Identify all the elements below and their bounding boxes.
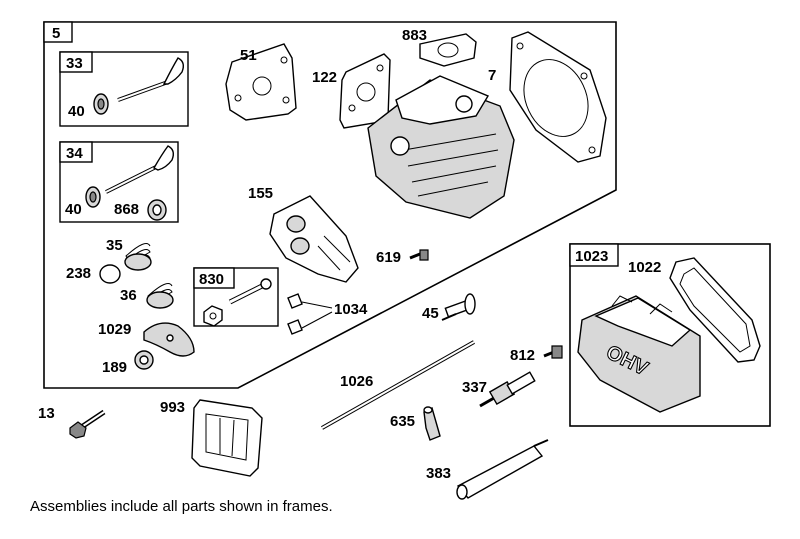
part-breather-tube-383 <box>456 439 549 500</box>
part-plate-155 <box>269 195 359 283</box>
frame-1023-outline <box>569 243 771 427</box>
label-337: 337 <box>462 379 487 396</box>
label-7: 7 <box>488 67 496 84</box>
label-35: 35 <box>106 237 123 254</box>
frame-33-label: 33 <box>66 55 83 72</box>
part-gasket-51 <box>225 43 297 121</box>
frame-1023-label: 1023 <box>575 248 608 265</box>
part-valve-keeper-34 <box>85 186 101 208</box>
part-cap-238 <box>99 264 121 284</box>
label-993: 993 <box>160 399 185 416</box>
label-155: 155 <box>248 185 273 202</box>
label-868: 868 <box>114 201 139 218</box>
part-valve-rotator <box>147 199 167 221</box>
leader-1034-a <box>301 301 333 309</box>
label-51: 51 <box>240 47 257 64</box>
part-nut-830 <box>203 305 223 327</box>
frame-830-outline <box>193 267 279 327</box>
part-elbow-635 <box>423 406 441 441</box>
part-cylinder-head <box>367 75 515 219</box>
label-122: 122 <box>312 69 337 86</box>
part-bolt-13 <box>69 409 106 439</box>
caption-text: Assemblies include all parts shown in fr… <box>30 498 333 515</box>
part-head-gasket-7 <box>509 31 607 163</box>
label-40-a: 40 <box>68 103 85 120</box>
label-619: 619 <box>376 249 401 266</box>
label-383: 383 <box>426 465 451 482</box>
part-valve-spring-35 <box>124 243 152 271</box>
label-189: 189 <box>102 359 127 376</box>
frame-33-tag <box>59 51 93 73</box>
part-valve-keeper-33 <box>93 93 109 115</box>
label-1029: 1029 <box>98 321 131 338</box>
part-rocker-arm-1029 <box>143 322 195 357</box>
part-valve-spring-36 <box>146 283 174 309</box>
part-push-rod-1026 <box>321 340 475 430</box>
part-rocker-stud-830 <box>228 278 272 305</box>
part-guide-plate-1034-top <box>287 293 303 309</box>
part-guide-plate-1034-bottom <box>287 319 303 335</box>
part-gasket-883 <box>419 33 477 67</box>
part-cover-gasket-1022 <box>669 257 761 363</box>
part-screw-812 <box>543 345 563 359</box>
frame-34-outline <box>59 141 179 223</box>
frame-34-tag <box>59 141 93 163</box>
frame-830-tag <box>193 267 235 289</box>
part-tappet-45 <box>441 293 476 321</box>
label-1026: 1026 <box>340 373 373 390</box>
part-gasket-993 <box>191 399 263 477</box>
part-pivot-189 <box>134 350 154 370</box>
frame-830-label: 830 <box>199 271 224 288</box>
frame-5-label: 5 <box>52 25 60 42</box>
part-spark-plug-337 <box>479 371 536 408</box>
label-36: 36 <box>120 287 137 304</box>
frame-33-outline <box>59 51 189 127</box>
label-238: 238 <box>66 265 91 282</box>
label-45: 45 <box>422 305 439 322</box>
label-883: 883 <box>402 27 427 44</box>
part-exhaust-valve <box>105 145 175 194</box>
label-40-b: 40 <box>65 201 82 218</box>
label-13: 13 <box>38 405 55 422</box>
frame-34-label: 34 <box>66 145 83 162</box>
part-rocker-cover: OHV <box>577 295 701 413</box>
frame-5-outline <box>43 21 617 389</box>
label-812: 812 <box>510 347 535 364</box>
part-screw-619 <box>409 249 429 261</box>
leader-1034-b <box>301 311 333 329</box>
frame-5-tag <box>43 21 73 43</box>
label-1022: 1022 <box>628 259 661 276</box>
label-635: 635 <box>390 413 415 430</box>
label-1034: 1034 <box>334 301 368 318</box>
part-intake-valve <box>117 57 185 102</box>
frame-1023-tag <box>569 243 619 267</box>
